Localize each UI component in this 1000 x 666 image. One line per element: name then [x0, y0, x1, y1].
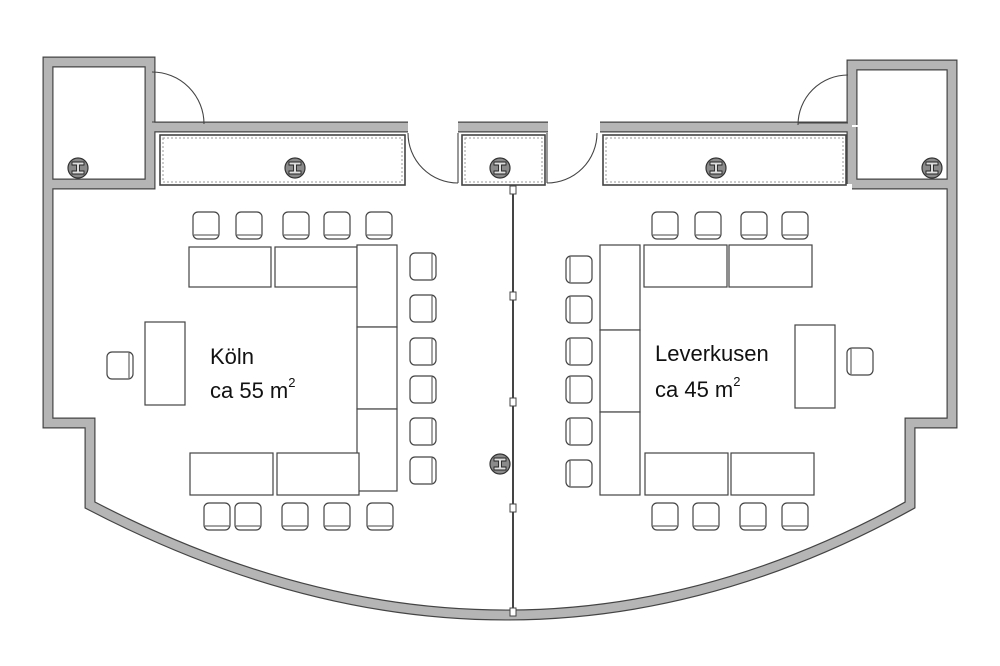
room-area-leverkusen: ca 45 m2	[655, 374, 741, 402]
divider-post	[509, 503, 517, 513]
chair-icon	[651, 502, 679, 531]
chair-icon	[282, 211, 310, 240]
chair-icon	[409, 252, 437, 281]
table	[356, 326, 398, 410]
divider-post	[509, 607, 517, 617]
door-swing-right	[797, 74, 849, 126]
wall-fill	[43, 57, 957, 620]
chair-icon	[235, 211, 263, 240]
chair-icon	[651, 211, 679, 240]
cabinet-inner	[162, 137, 403, 183]
chair-icon	[281, 502, 309, 531]
table	[144, 321, 186, 406]
chair-icon	[781, 502, 809, 531]
table	[599, 244, 641, 331]
column-icon	[921, 157, 943, 179]
chair-icon	[192, 211, 220, 240]
chair-icon	[740, 211, 768, 240]
divider-post	[509, 185, 517, 195]
cabinet-inner	[605, 137, 844, 183]
chair-icon	[781, 211, 809, 240]
chair-icon	[694, 211, 722, 240]
chair-icon	[409, 337, 437, 366]
chair-icon	[203, 502, 231, 531]
chair-icon	[106, 351, 134, 380]
room-name-leverkusen: Leverkusen	[655, 341, 769, 366]
table	[728, 244, 813, 288]
chair-icon	[565, 295, 593, 324]
column-icon	[284, 157, 306, 179]
chair-icon	[565, 459, 593, 488]
chair-icon	[409, 456, 437, 485]
chair-icon	[565, 417, 593, 446]
table	[794, 324, 836, 409]
doors	[151, 71, 849, 184]
chair-icon	[409, 375, 437, 404]
column-icon	[705, 157, 727, 179]
room-divider	[509, 185, 517, 617]
cabinets	[159, 134, 847, 186]
chair-icon	[234, 502, 262, 531]
chair-icon	[565, 255, 593, 284]
column-icon	[489, 157, 511, 179]
table	[599, 329, 641, 413]
table	[356, 408, 398, 492]
table	[356, 244, 398, 328]
chair-icon	[365, 211, 393, 240]
chair-icon	[565, 337, 593, 366]
cabinet-inner	[464, 137, 543, 183]
chair-icon	[692, 502, 720, 531]
table	[189, 452, 274, 496]
chair-icon	[409, 294, 437, 323]
table	[730, 452, 815, 496]
door-swing-left	[151, 71, 205, 125]
chair-icon	[323, 502, 351, 531]
table	[276, 452, 360, 496]
room-area-koeln: ca 55 m2	[210, 375, 296, 403]
divider-post	[509, 291, 517, 301]
door-swing-center-left	[407, 132, 459, 184]
room-name-koeln: Köln	[210, 344, 254, 369]
chair-icon	[565, 375, 593, 404]
table	[599, 411, 641, 496]
columns	[67, 157, 943, 475]
furniture	[106, 211, 874, 531]
door-swing-center-right	[546, 132, 598, 184]
table	[643, 244, 728, 288]
chair-icon	[323, 211, 351, 240]
column-icon	[489, 453, 511, 475]
chair-icon	[409, 417, 437, 446]
table	[644, 452, 729, 496]
cabinet	[602, 134, 847, 186]
column-icon	[67, 157, 89, 179]
cabinet	[159, 134, 406, 186]
chair-icon	[739, 502, 767, 531]
chair-icon	[846, 347, 874, 376]
chair-icon	[366, 502, 394, 531]
table	[188, 246, 272, 288]
walls	[42, 56, 958, 621]
divider-post	[509, 397, 517, 407]
table	[274, 246, 358, 288]
